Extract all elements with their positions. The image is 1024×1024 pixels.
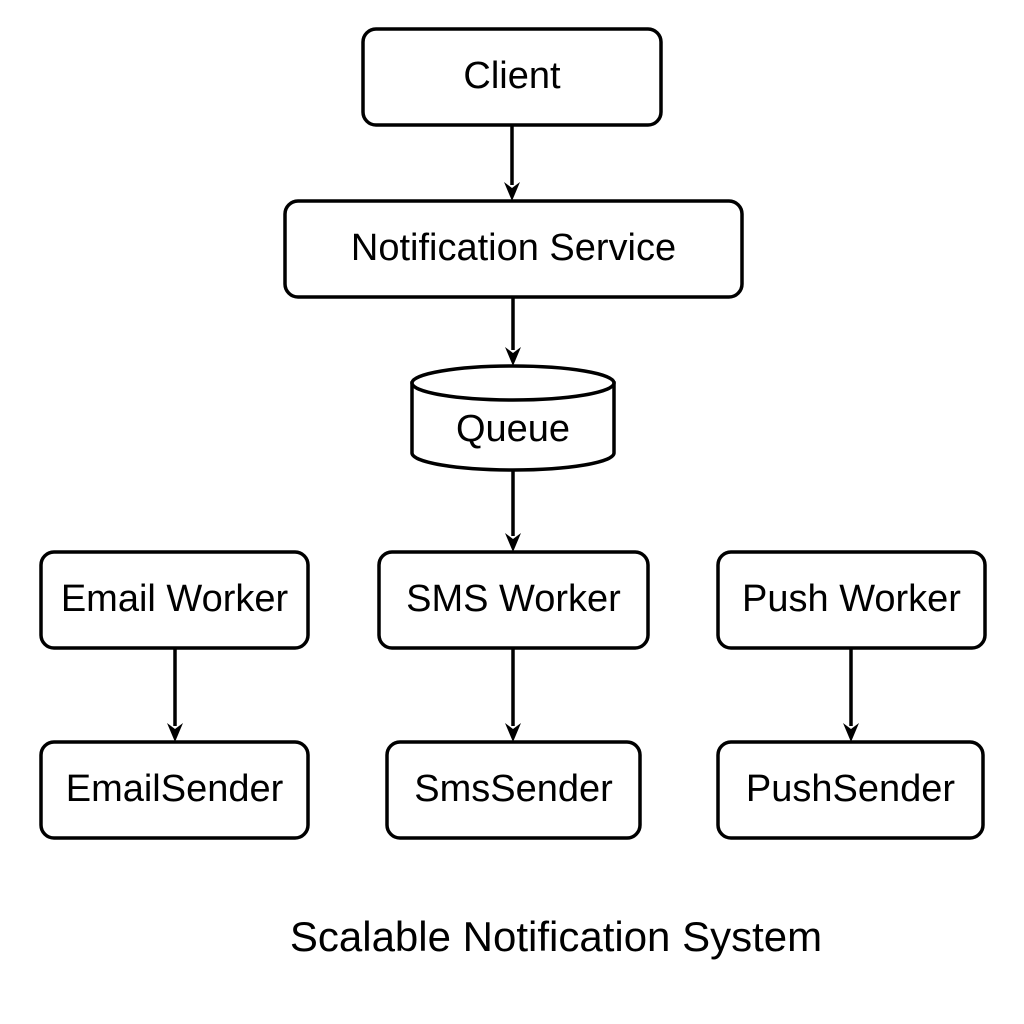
node-box bbox=[716, 550, 987, 650]
node-box bbox=[39, 740, 310, 840]
node-email-sender[interactable]: EmailSender bbox=[39, 740, 310, 840]
node-box bbox=[283, 199, 744, 299]
node-queue[interactable]: Queue bbox=[410, 364, 616, 472]
node-sms-sender[interactable]: SmsSender bbox=[385, 740, 642, 840]
node-label: SmsSender bbox=[414, 768, 613, 810]
node-label: Queue bbox=[456, 408, 570, 450]
edge-queue-to-sms-worker bbox=[505, 470, 521, 552]
edge-arrowhead bbox=[505, 723, 521, 742]
edge-arrowhead bbox=[505, 533, 521, 552]
edge-arrowhead bbox=[504, 182, 520, 201]
edge-arrowhead bbox=[167, 723, 183, 742]
node-box bbox=[39, 550, 310, 650]
node-label: SMS Worker bbox=[406, 578, 621, 620]
edge-email-worker-to-email-sender bbox=[167, 648, 183, 742]
cylinder-body bbox=[410, 381, 616, 472]
node-label: EmailSender bbox=[66, 768, 284, 810]
node-box bbox=[377, 550, 650, 650]
node-push-worker[interactable]: Push Worker bbox=[716, 550, 987, 650]
node-label: Client bbox=[463, 55, 561, 97]
edge-push-worker-to-push-sender bbox=[843, 648, 859, 742]
edge-arrowhead bbox=[843, 723, 859, 742]
node-box bbox=[361, 27, 663, 127]
node-box bbox=[385, 740, 642, 840]
node-box bbox=[716, 740, 985, 840]
node-label: PushSender bbox=[746, 768, 955, 810]
node-label: Push Worker bbox=[742, 578, 961, 620]
diagram-title: Scalable Notification System bbox=[290, 913, 822, 960]
node-label: Notification Service bbox=[351, 227, 676, 269]
node-client[interactable]: Client bbox=[361, 27, 663, 127]
node-sms-worker[interactable]: SMS Worker bbox=[377, 550, 650, 650]
edge-sms-worker-to-sms-sender bbox=[505, 648, 521, 742]
edges-layer bbox=[167, 125, 859, 742]
edge-arrowhead bbox=[505, 347, 521, 366]
node-label: Email Worker bbox=[61, 578, 289, 620]
node-push-sender[interactable]: PushSender bbox=[716, 740, 985, 840]
edge-client-to-notification-service bbox=[504, 125, 520, 201]
edge-notification-service-to-queue bbox=[505, 297, 521, 366]
node-notification-service[interactable]: Notification Service bbox=[283, 199, 744, 299]
node-email-worker[interactable]: Email Worker bbox=[39, 550, 310, 650]
cylinder-top-ellipse bbox=[410, 364, 616, 402]
